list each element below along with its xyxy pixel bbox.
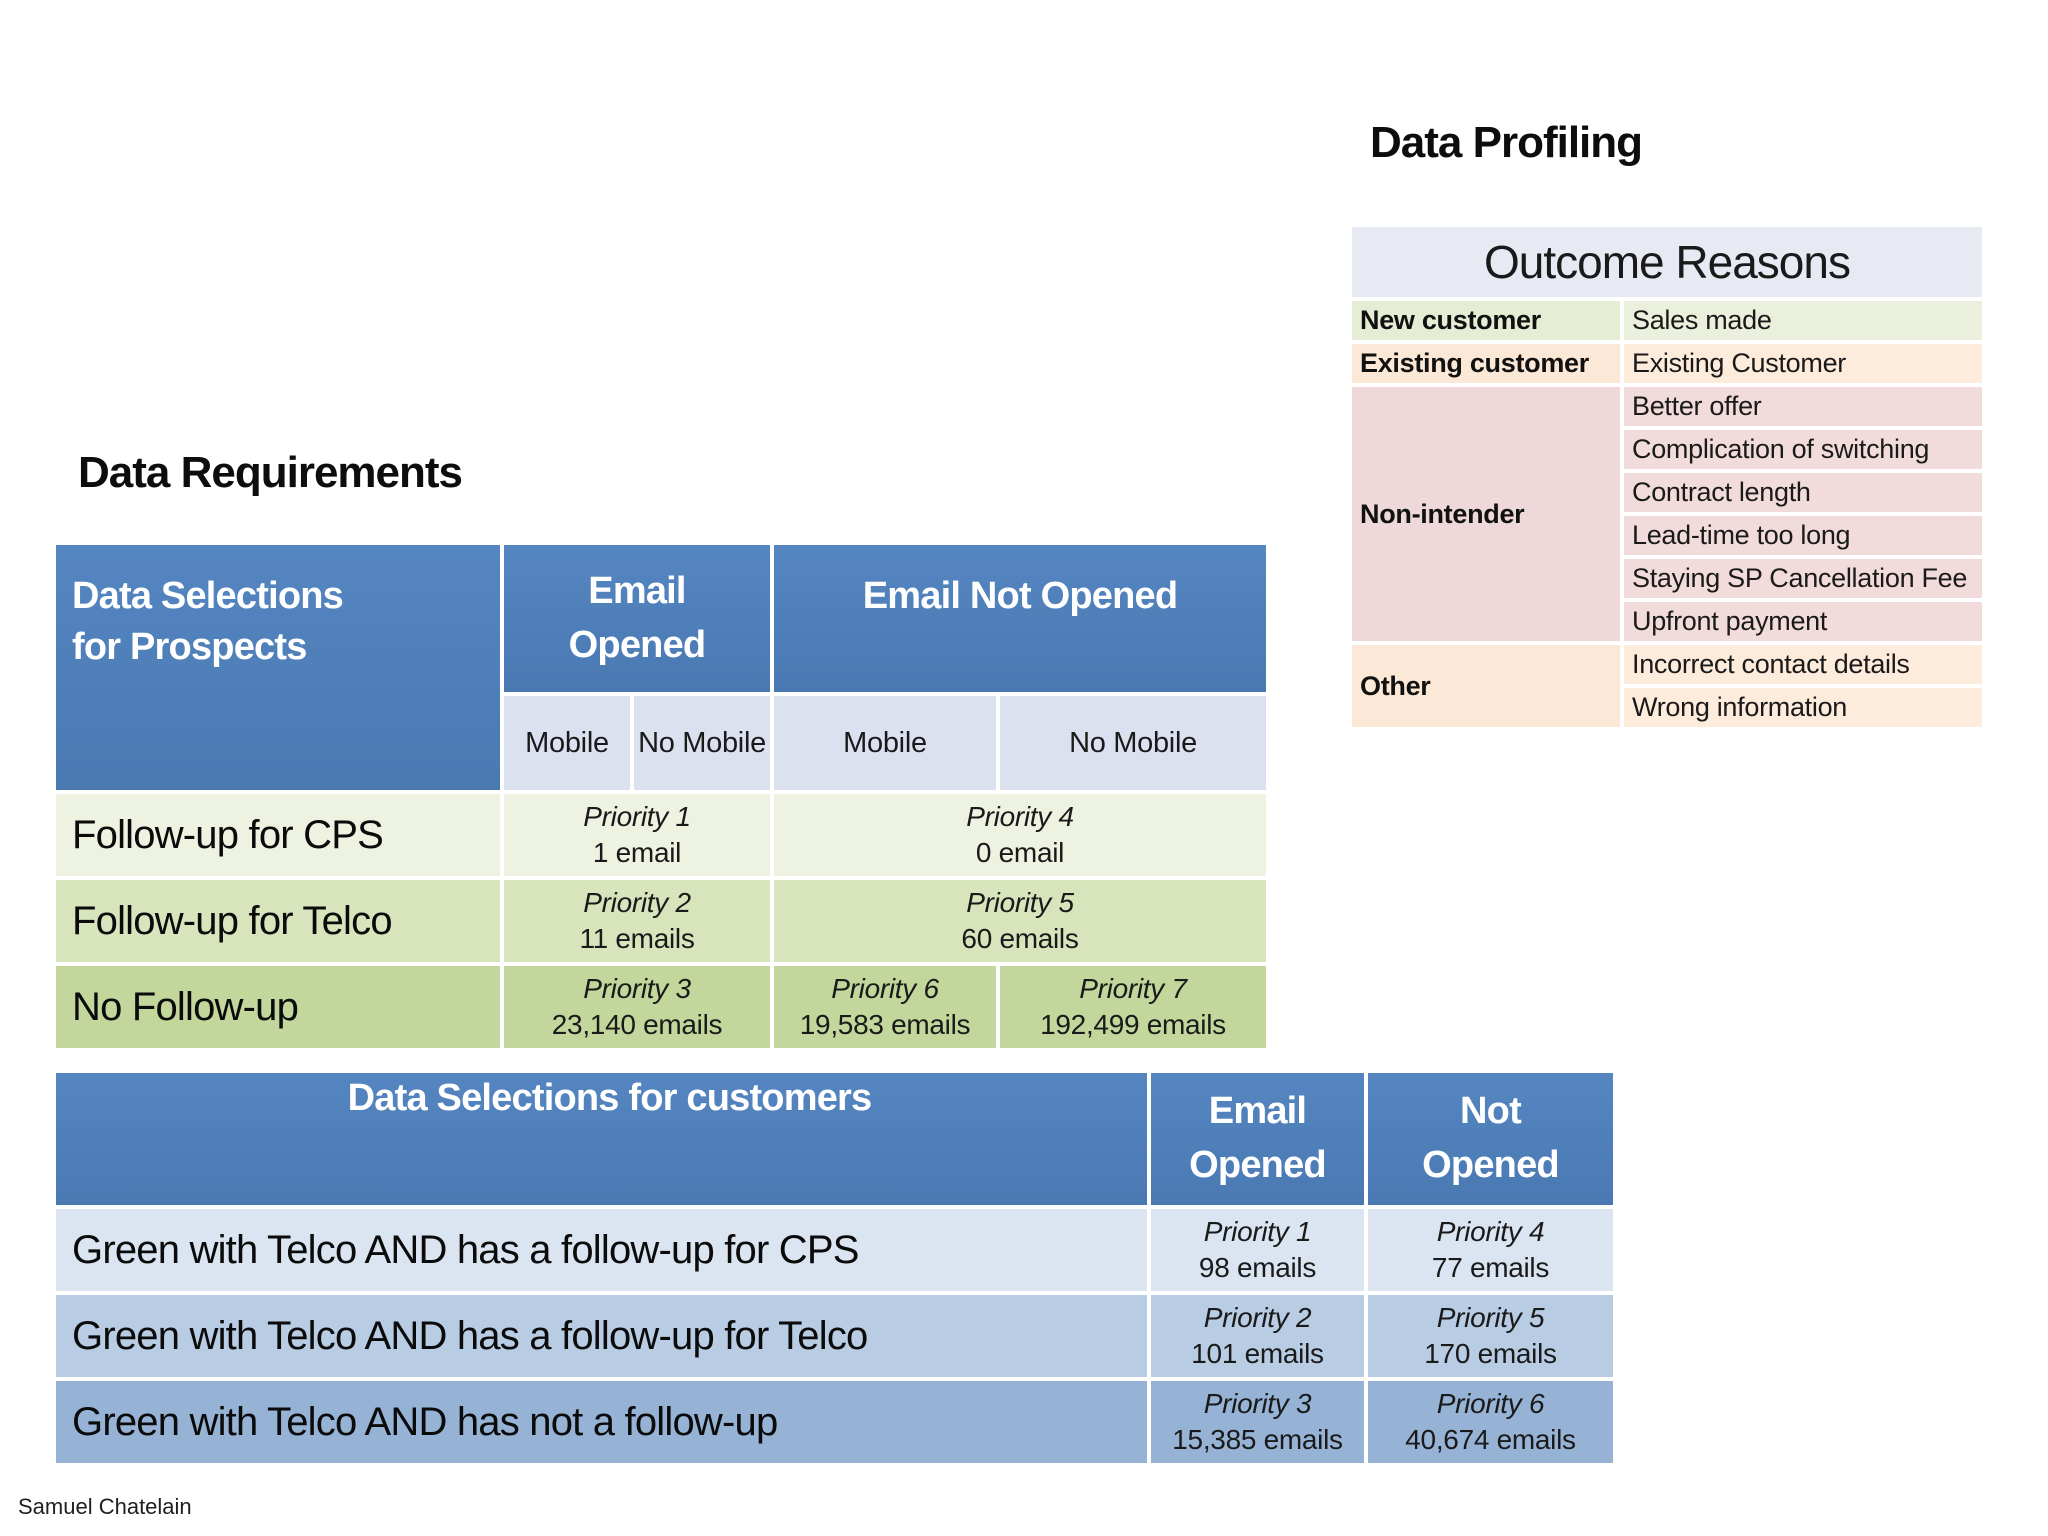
email-count: 77 emails — [1431, 1252, 1550, 1283]
email-count: 1 email — [592, 837, 682, 868]
email-opened-line1: Email — [1208, 1090, 1307, 1133]
subheader-no-mobile: No Mobile — [634, 696, 770, 790]
email-opened-line2: Opened — [568, 623, 706, 666]
prospects-title-line2: for Prospects — [72, 625, 307, 668]
priority-cell: Priority 1 1 email — [504, 794, 770, 876]
priority-label: Priority 3 — [1203, 1387, 1312, 1419]
outcome-reason: Contract length — [1624, 473, 1982, 512]
outcome-reason: Existing Customer — [1624, 344, 1982, 383]
row-label: Green with Telco AND has a follow-up for… — [56, 1295, 1147, 1377]
prospects-table: Data Selections for Prospects Email Open… — [56, 545, 1266, 1048]
author-name: Samuel Chatelain — [18, 1494, 192, 1519]
email-opened-line2: Opened — [1189, 1144, 1326, 1186]
priority-cell: Priority 6 19,583 emails — [774, 966, 996, 1048]
row-label: Green with Telco AND has not a follow-up — [56, 1381, 1147, 1463]
customers-table-title-cell: Data Selections for customers — [56, 1073, 1147, 1205]
row-label: Green with Telco AND has a follow-up for… — [56, 1209, 1147, 1291]
subheader-no-mobile: No Mobile — [1000, 696, 1266, 790]
priority-label: Priority 1 — [583, 800, 691, 832]
outcome-reason: Staying SP Cancellation Fee — [1624, 559, 1982, 598]
priority-cell: Priority 4 77 emails — [1368, 1209, 1613, 1291]
prospects-table-title-cell: Data Selections for Prospects — [56, 545, 500, 790]
email-count: 170 emails — [1424, 1338, 1557, 1369]
customers-table: Data Selections for customers Email Open… — [56, 1073, 1613, 1463]
priority-cell: Priority 6 40,674 emails — [1368, 1381, 1613, 1463]
outcome-reason: Incorrect contact details — [1624, 645, 1982, 684]
outcome-reason: Upfront payment — [1624, 602, 1982, 641]
priority-cell: Priority 3 23,140 emails — [504, 966, 770, 1048]
outcome-reason: Better offer — [1624, 387, 1982, 426]
data-requirements-title: Data Requirements — [78, 448, 463, 497]
email-count: 98 emails — [1198, 1252, 1317, 1283]
email-count: 101 emails — [1191, 1338, 1324, 1369]
email-count: 11 emails — [579, 923, 695, 954]
email-not-opened-header: Email Not Opened — [774, 545, 1266, 692]
priority-cell: Priority 7 192,499 emails — [1000, 966, 1266, 1048]
priority-cell: Priority 2 101 emails — [1151, 1295, 1364, 1377]
email-opened-header: Email Opened — [1151, 1073, 1364, 1205]
not-opened-line1: Not — [1460, 1090, 1522, 1133]
email-count: 60 emails — [961, 923, 1079, 954]
priority-cell: Priority 2 11 emails — [504, 880, 770, 962]
subheader-mobile: Mobile — [504, 696, 630, 790]
email-count: 40,674 emails — [1405, 1424, 1576, 1455]
prospects-title-line1: Data Selections — [72, 575, 344, 617]
customers-title: Data Selections for customers — [347, 1077, 873, 1119]
outcome-table-header: Outcome Reasons — [1352, 227, 1982, 297]
email-not-opened-label: Email Not Opened — [862, 575, 1178, 617]
email-count: 23,140 emails — [551, 1009, 723, 1040]
row-label: Follow-up for Telco — [56, 880, 500, 962]
priority-label: Priority 5 — [1436, 1301, 1545, 1333]
not-opened-line2: Opened — [1422, 1144, 1559, 1186]
outcome-group-label: Existing customer — [1352, 344, 1620, 383]
priority-label: Priority 2 — [1203, 1301, 1312, 1333]
email-opened-header: Email Opened — [504, 545, 770, 692]
outcome-table-body: New customer Existing customer Non-inten… — [1352, 301, 1982, 727]
outcome-reason: Sales made — [1624, 301, 1982, 340]
priority-label: Priority 2 — [583, 886, 691, 918]
priority-label: Priority 4 — [966, 800, 1074, 832]
outcome-reasons-table: Outcome Reasons New customer Existing cu… — [1352, 227, 1982, 727]
data-profiling-title: Data Profiling — [1370, 118, 1643, 167]
priority-cell: Priority 3 15,385 emails — [1151, 1381, 1364, 1463]
priority-cell: Priority 5 60 emails — [774, 880, 1266, 962]
email-count: 19,583 emails — [799, 1009, 971, 1040]
priority-label: Priority 1 — [1203, 1215, 1312, 1247]
row-label: Follow-up for CPS — [56, 794, 500, 876]
email-count: 0 email — [975, 837, 1065, 868]
priority-label: Priority 6 — [1436, 1387, 1545, 1419]
priority-label: Priority 4 — [1436, 1215, 1545, 1247]
priority-cell: Priority 1 98 emails — [1151, 1209, 1364, 1291]
priority-label: Priority 3 — [583, 972, 691, 1004]
not-opened-header: Not Opened — [1368, 1073, 1613, 1205]
priority-label: Priority 5 — [966, 886, 1074, 918]
row-label: No Follow-up — [56, 966, 500, 1048]
subheader-mobile: Mobile — [774, 696, 996, 790]
email-count: 192,499 emails — [1040, 1009, 1226, 1040]
outcome-group-label: Other — [1352, 645, 1620, 727]
outcome-group-label: Non-intender — [1352, 387, 1620, 641]
outcome-reason: Complication of switching — [1624, 430, 1982, 469]
outcome-reason: Wrong information — [1624, 688, 1982, 727]
outcome-group-label: New customer — [1352, 301, 1620, 340]
priority-label: Priority 6 — [831, 972, 939, 1004]
priority-label: Priority 7 — [1079, 972, 1187, 1004]
priority-cell: Priority 5 170 emails — [1368, 1295, 1613, 1377]
priority-cell: Priority 4 0 email — [774, 794, 1266, 876]
email-opened-line1: Email — [588, 569, 686, 612]
outcome-reason: Lead-time too long — [1624, 516, 1982, 555]
email-count: 15,385 emails — [1172, 1424, 1343, 1455]
